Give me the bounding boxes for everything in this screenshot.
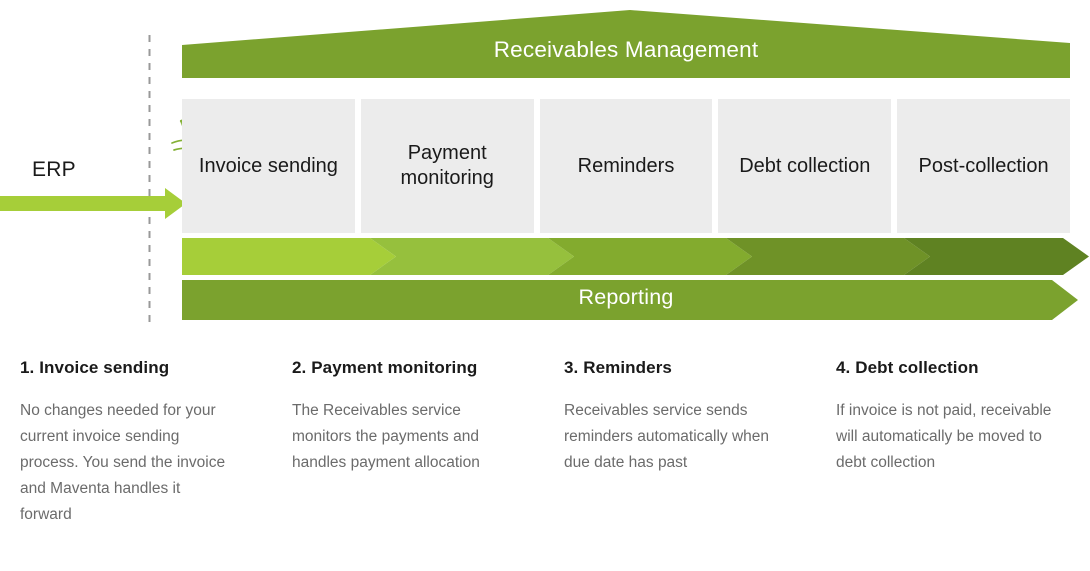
step-box-debt-collection[interactable]: Debt collection <box>718 99 892 233</box>
step-boxes: Invoice sending Payment monitoring Remin… <box>182 99 1070 233</box>
step-label: Debt collection <box>739 154 871 177</box>
banner-title: Receivables Management <box>493 37 759 62</box>
card-payment-monitoring: 2. Payment monitoring The Receivables se… <box>272 358 544 527</box>
process-diagram: ERP Receivables Management Invoice sendi… <box>0 10 1089 322</box>
step-description-cards: 1. Invoice sending No changes needed for… <box>0 358 1090 527</box>
card-body: If invoice is not paid, receivable will … <box>836 402 1052 471</box>
card-title: 2. Payment monitoring <box>292 358 478 377</box>
step-box-reminders[interactable]: Reminders <box>539 99 713 233</box>
receivables-management-banner <box>182 10 1070 78</box>
card-body: Receivables service sends reminders auto… <box>564 402 770 471</box>
step-label: Reminders <box>577 154 675 177</box>
erp-label: ERP <box>32 158 76 181</box>
reporting-label: Reporting <box>578 285 674 309</box>
chevron-4 <box>726 238 930 275</box>
step-box-invoice-sending[interactable]: Invoice sending <box>182 99 355 233</box>
card-debt-collection: 4. Debt collection If invoice is not pai… <box>816 358 1088 527</box>
card-body: The Receivables service monitors the pay… <box>292 402 480 471</box>
step-box-post-collection[interactable]: Post-collection <box>897 99 1070 233</box>
card-title: 3. Reminders <box>564 358 672 377</box>
step-box-payment-monitoring[interactable]: Payment monitoring <box>360 99 534 233</box>
card-title: 1. Invoice sending <box>20 358 170 377</box>
card-invoice-sending: 1. Invoice sending No changes needed for… <box>0 358 272 527</box>
chevron-1 <box>182 238 396 275</box>
flow-arrow-icon <box>0 188 186 219</box>
card-title: 4. Debt collection <box>836 358 979 377</box>
step-label: Payment monitoring <box>400 142 494 189</box>
card-body: No changes needed for your current invoi… <box>20 402 226 523</box>
card-reminders: 3. Reminders Receivables service sends r… <box>544 358 816 527</box>
chevron-2 <box>370 238 574 275</box>
step-label: Invoice sending <box>198 154 338 177</box>
reporting-bar <box>182 280 1078 320</box>
diagram-graphics <box>0 10 1089 322</box>
chevron-3 <box>548 238 752 275</box>
chevron-5 <box>904 238 1089 275</box>
step-label: Post-collection <box>918 154 1049 177</box>
process-chevron-band <box>182 238 1089 275</box>
